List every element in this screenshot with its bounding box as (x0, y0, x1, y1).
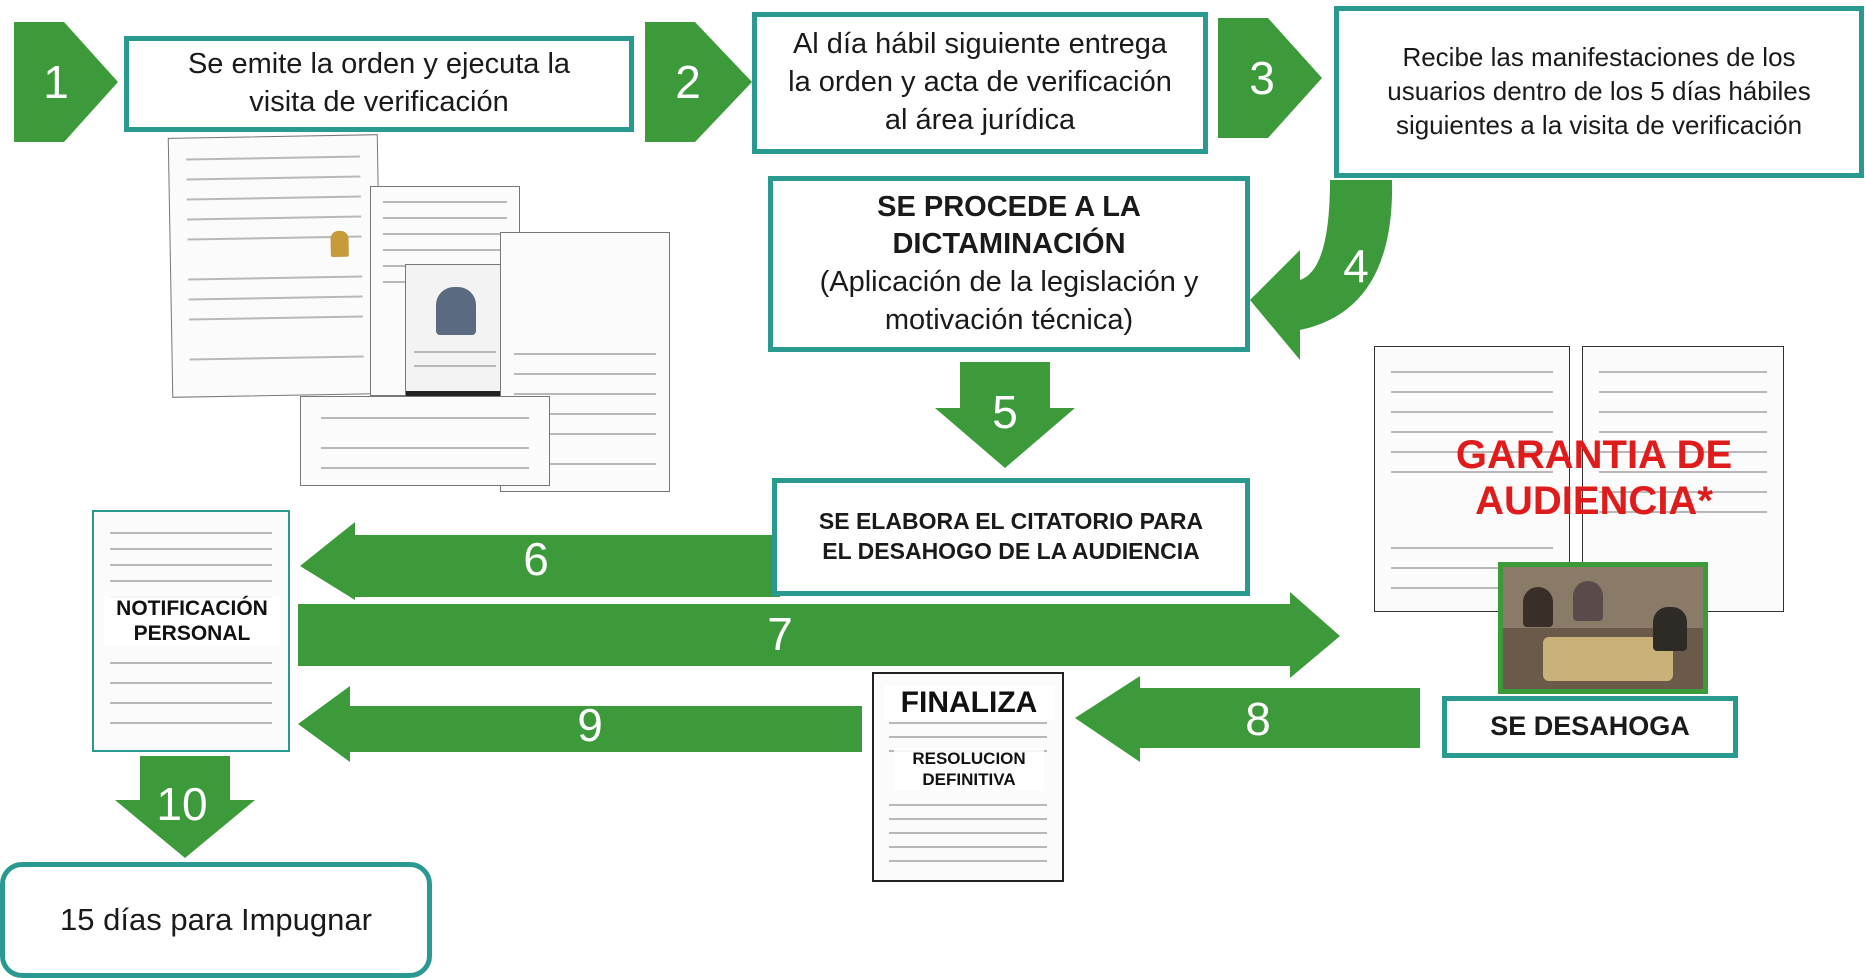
arrow-step-10: 10 (115, 756, 255, 858)
resolucion-label: RESOLUCION DEFINITIVA (894, 748, 1044, 791)
finaliza-document: FINALIZA RESOLUCION DEFINITIVA (872, 672, 1064, 882)
step-3-text: Recibe las manifestaciones de los usuari… (1387, 42, 1811, 140)
dictamen-subtitle: (Aplicación de la legislación y motivaci… (819, 266, 1199, 336)
arrow-step-1: 1 (14, 22, 118, 142)
step-2-box: Al día hábil siguiente entrega la orden … (752, 12, 1208, 154)
impugnar-box: 15 días para Impugnar (0, 862, 432, 978)
step-1-box: Se emite la orden y ejecuta la visita de… (124, 36, 634, 132)
arrow-step-8: 8 (1075, 676, 1420, 762)
id-card (405, 264, 505, 414)
dictamen-box: SE PROCEDE A LA DICTAMINACIÓN (Aplicació… (768, 176, 1250, 352)
notificacion-document: NOTIFICACIÓN PERSONAL (92, 510, 290, 752)
step-number-3: 3 (1249, 52, 1275, 104)
arrow-step-6: 6 (300, 522, 780, 600)
arrow-step-5: 5 (935, 362, 1075, 468)
audiencia-photo (1498, 562, 1708, 694)
arrow-step-7: 7 (298, 592, 1340, 678)
arrow-step-2: 2 (645, 22, 752, 142)
step-number-8: 8 (1245, 693, 1271, 745)
citatorio-text: SE ELABORA EL CITATORIO PARA EL DESAHOGO… (818, 508, 1204, 564)
citatorio-box: SE ELABORA EL CITATORIO PARA EL DESAHOGO… (772, 478, 1250, 596)
finaliza-label: FINALIZA (884, 686, 1054, 720)
step-number-1: 1 (43, 56, 69, 108)
step-2-text: Al día hábil siguiente entrega la orden … (788, 28, 1172, 136)
step-number-7: 7 (767, 608, 793, 660)
signatures-sheet (300, 396, 550, 486)
arrow-step-3: 3 (1218, 18, 1322, 138)
impugnar-text: 15 días para Impugnar (60, 901, 372, 937)
garantia-label: GARANTIA DE AUDIENCIA* (1455, 433, 1733, 523)
verification-documents-image (167, 134, 670, 496)
step-number-4: 4 (1343, 240, 1369, 292)
step-1-text: Se emite la orden y ejecuta la visita de… (187, 48, 571, 118)
notificacion-label: NOTIFICACIÓN PERSONAL (104, 596, 280, 647)
step-number-2: 2 (675, 56, 701, 108)
arrow-step-9: 9 (298, 686, 862, 762)
acta-document (167, 134, 383, 398)
arrow-step-4: 4 (1250, 180, 1393, 360)
desahoga-box: SE DESAHOGA (1442, 696, 1738, 758)
step-number-9: 9 (577, 699, 603, 751)
dictamen-title: SE PROCEDE A LA DICTAMINACIÓN (877, 190, 1141, 261)
step-number-6: 6 (523, 533, 549, 585)
step-number-5: 5 (992, 386, 1018, 438)
desahoga-text: SE DESAHOGA (1490, 711, 1690, 742)
step-3-box: Recibe las manifestaciones de los usuari… (1334, 6, 1864, 178)
step-number-10: 10 (156, 778, 207, 830)
